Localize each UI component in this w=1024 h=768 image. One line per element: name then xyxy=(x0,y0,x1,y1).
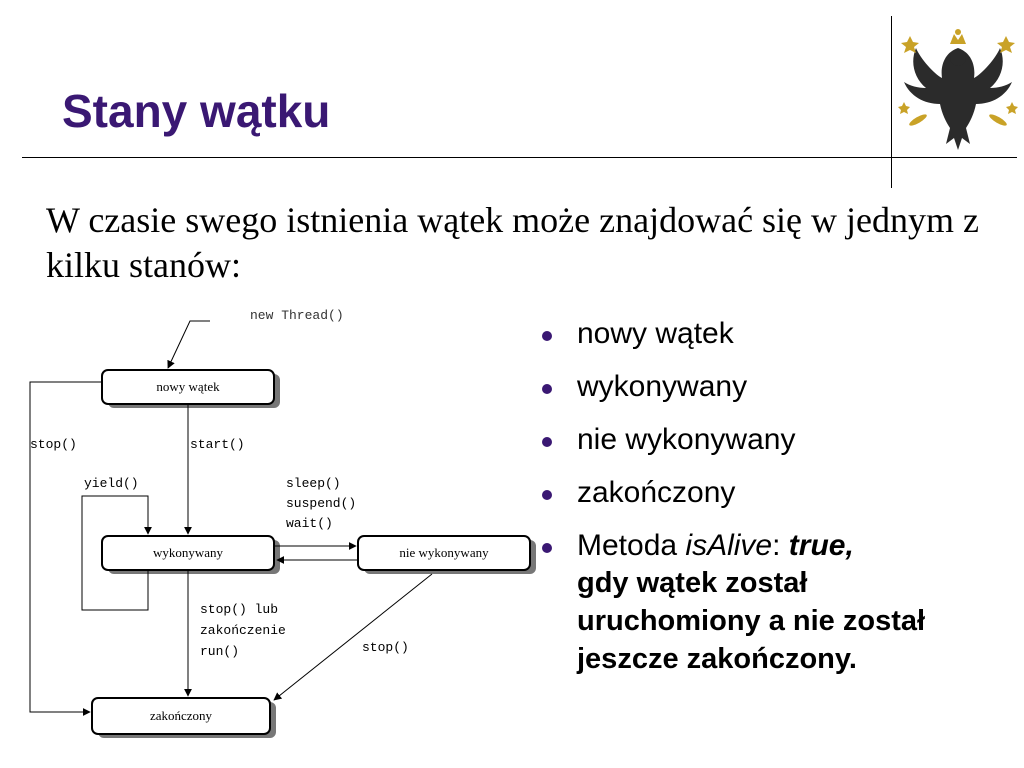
label-new-thread: new Thread() xyxy=(250,308,344,323)
emblem-divider xyxy=(891,16,892,188)
label-zakonczenie: zakończenie xyxy=(200,623,286,638)
arrow-yield-loop xyxy=(81,495,152,611)
method-name: isAlive xyxy=(685,529,773,562)
state-label-wykonywany: wykonywany xyxy=(153,545,224,560)
list-item: zakończony xyxy=(540,475,940,511)
label-stop-right: stop() xyxy=(362,640,409,655)
list-item: wykonywany xyxy=(540,369,940,405)
list-item: nie wykonywany xyxy=(540,422,940,458)
arrow-stop-right xyxy=(273,573,433,701)
state-box-zakonczony: zakończony xyxy=(91,697,276,738)
eagle-emblem-icon xyxy=(898,29,1018,150)
state-box-nowy: nowy wątek xyxy=(101,369,280,408)
arrow-stop-left xyxy=(29,381,102,716)
state-label-zakonczony: zakończony xyxy=(150,708,213,723)
list-item-isalive: Metoda isAlive: true, gdy wątek został ur… xyxy=(540,528,940,678)
label-yield: yield() xyxy=(84,476,139,491)
label-wait: wait() xyxy=(286,516,333,531)
arrow-new-thread xyxy=(167,320,210,369)
state-box-wykonywany: wykonywany xyxy=(101,535,280,574)
label-stop-lub: stop() lub xyxy=(200,602,278,617)
label-run: run() xyxy=(200,644,239,659)
metoda-prefix: Metoda xyxy=(577,529,686,562)
list-item: nowy wątek xyxy=(540,316,940,352)
state-label-nowy: nowy wątek xyxy=(156,379,220,394)
thread-state-diagram: nowy wątek wykonywany nie wykonywany zak… xyxy=(29,308,536,738)
page-title: Stany wątku xyxy=(62,85,331,137)
state-list: nowy wątek wykonywany nie wykonywany zak… xyxy=(540,316,940,695)
label-suspend: suspend() xyxy=(286,496,356,511)
intro-text: W czasie swego istnienia wątek może znaj… xyxy=(46,200,979,285)
label-stop-left: stop() xyxy=(30,437,77,452)
state-box-nie-wykonywany: nie wykonywany xyxy=(357,535,536,574)
title-divider xyxy=(22,157,1017,158)
label-start: start() xyxy=(190,437,245,452)
true-keyword: true, xyxy=(788,529,854,562)
label-sleep: sleep() xyxy=(286,476,341,491)
metoda-colon: : xyxy=(772,529,789,562)
state-label-nie-wykonywany: nie wykonywany xyxy=(399,545,489,560)
metoda-description: gdy wątek został uruchomiony a nie zosta… xyxy=(577,567,926,675)
